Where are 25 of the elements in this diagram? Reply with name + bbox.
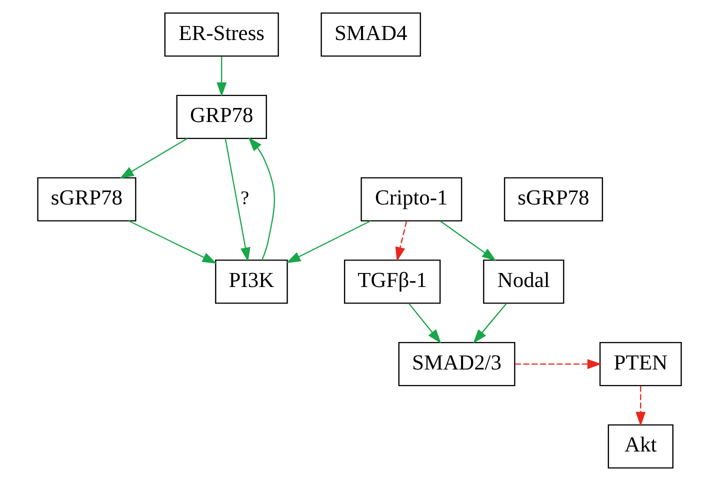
edge-label: ? [240,188,249,209]
node-box: PTEN [598,342,682,386]
arrow [224,138,250,262]
node-box: SMAD4 [320,12,420,57]
node-box: Nodal [482,260,564,304]
node-box: GRP78 [176,94,266,140]
node-box: sGRP78 [503,177,603,222]
arrow [128,220,216,264]
arrow [394,220,407,262]
node-box: sGRP78 [36,177,136,222]
node-box: SMAD2/3 [398,342,515,386]
arrow [248,137,275,260]
arrow [514,359,602,370]
arrow [408,303,441,344]
arrow [635,386,646,426]
arrow [286,220,370,264]
node-box: Cripto-1 [360,177,462,222]
node-box: PI3K [214,260,288,304]
arrow [216,56,226,97]
arrow [118,138,188,179]
node-box: TGFβ-1 [343,260,440,304]
arrow [472,303,506,344]
arrow [439,220,496,261]
node-box: Akt [607,424,673,469]
node-box: ER-Stress [164,12,278,57]
